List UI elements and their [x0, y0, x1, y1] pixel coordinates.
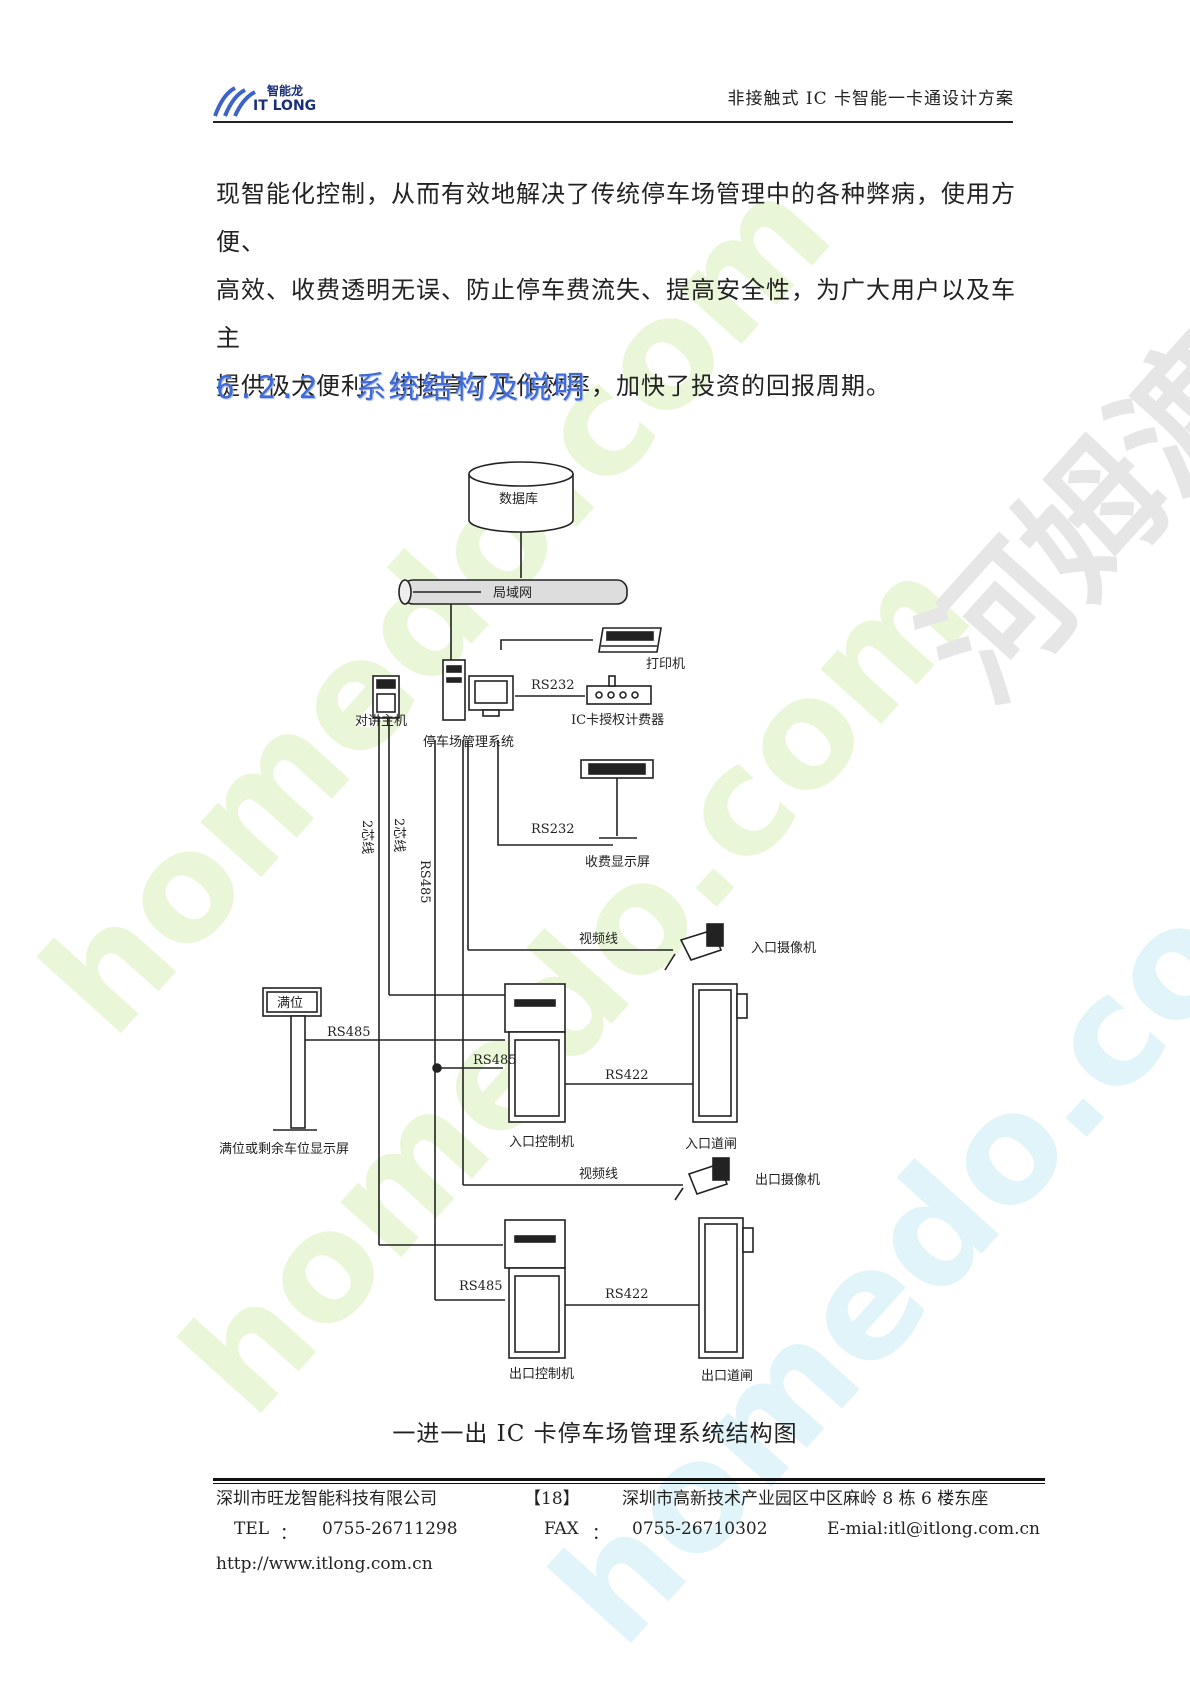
diagram-caption: 一进一出 IC 卡停车场管理系统结构图 [392, 1421, 798, 1447]
entrance-camera-icon [664, 923, 724, 971]
fee-display-label: 收费显示屏 [585, 855, 650, 870]
document-title: 非接触式 IC 卡智能一卡通设计方案 [727, 89, 1014, 109]
rs485-label-a: RS485 [327, 1025, 371, 1040]
intercom-host-icon [372, 675, 400, 719]
section-heading: 6.2.2 系统结构及说明 [216, 362, 586, 407]
full-sign-icon [262, 987, 322, 1131]
section-title: 系统结构及说明 [355, 370, 587, 406]
paragraph-line: 现智能化控制，从而有效地解决了传统停车场管理中的各种弊病，使用方便、 [216, 180, 1016, 256]
body-paragraph: 现智能化控制，从而有效地解决了传统停车场管理中的各种弊病，使用方便、 高效、收费… [216, 170, 1016, 410]
intercom-host-label: 对讲主机 [355, 714, 407, 729]
logo-en-text: IT LONG [253, 98, 317, 114]
lan-pipe-icon [398, 579, 628, 605]
database-label: 数据库 [499, 491, 538, 507]
logo-icon [213, 86, 256, 117]
footer-fax-label: FAX [544, 1519, 579, 1539]
footer-tel-label: TEL [234, 1519, 270, 1539]
paragraph-line: 提供极大便利，也提高了工作效率，加快了投资的回报周期。 [216, 372, 891, 400]
exit-controller-icon [504, 1219, 566, 1359]
ic-authorizer-icon [586, 675, 652, 705]
footer-divider-thin [213, 1483, 1045, 1484]
printer-label: 打印机 [646, 657, 685, 672]
footer-address: 深圳市高新技术产业园区中区麻岭 8 栋 6 楼东座 [622, 1489, 989, 1509]
entrance-gate-label: 入口道闸 [685, 1137, 737, 1152]
footer-tel-sep: ： [280, 1524, 297, 1544]
parking-system-label: 停车场管理系统 [423, 734, 514, 750]
header-divider [213, 121, 1013, 123]
full-sign-label: 满位 [277, 996, 303, 1011]
parking-computer-icon [442, 659, 514, 721]
entrance-controller-icon [504, 983, 566, 1123]
company-logo: 智能龙 IT LONG [213, 80, 323, 120]
fee-display-icon [580, 759, 654, 839]
video-line-label-b: 视频线 [579, 1167, 618, 1182]
exit-camera-label: 出口摄像机 [755, 1173, 820, 1188]
logo-cn-text: 智能龙 [267, 84, 304, 98]
footer-page-number: 【18】 [524, 1489, 580, 1509]
exit-gate-label: 出口道闸 [701, 1369, 753, 1384]
exit-gate-icon [698, 1217, 754, 1359]
rs232-label-a: RS232 [531, 678, 575, 693]
printer-icon [598, 627, 662, 653]
two-core-label-b: 2芯线 [391, 818, 406, 852]
rs485-label-c: RS485 [459, 1279, 503, 1294]
ic-authorizer-label: IC卡授权计费器 [571, 712, 664, 728]
footer-divider-thick [213, 1478, 1045, 1481]
footer-tel: 0755-26711298 [322, 1519, 458, 1539]
footer-fax-sep: ： [592, 1524, 609, 1544]
entrance-controller-label: 入口控制机 [509, 1135, 574, 1150]
rs485-label-b: RS485 [473, 1053, 517, 1068]
rs422-label-a: RS422 [605, 1068, 649, 1083]
paragraph-line: 高效、收费透明无误、防止停车费流失、提高安全性，为广大用户以及车主 [216, 276, 1016, 352]
entrance-camera-label: 入口摄像机 [751, 941, 816, 956]
full-display-label: 满位或剩余车位显示屏 [219, 1141, 349, 1157]
two-core-label-a: 2芯线 [359, 820, 374, 854]
lan-label: 局域网 [493, 586, 532, 601]
video-line-label-a: 视频线 [579, 932, 618, 947]
section-number: 6.2.2 [216, 370, 320, 406]
footer-email: E-mial:itl@itlong.com.cn [827, 1519, 1040, 1539]
footer-fax: 0755-26710302 [632, 1519, 768, 1539]
rs232-label-b: RS232 [531, 822, 575, 837]
exit-controller-label: 出口控制机 [509, 1367, 574, 1382]
entrance-gate-icon [692, 983, 748, 1123]
rs422-label-b: RS422 [605, 1287, 649, 1302]
system-structure-diagram: 数据库 局域网 打印机 RS232 IC卡授权计费器 对讲主机 停车场管理系统 … [219, 461, 820, 1384]
exit-camera-icon [674, 1157, 730, 1201]
rs485-vertical-label: RS485 [417, 860, 432, 904]
footer-company: 深圳市旺龙智能科技有限公司 [216, 1489, 437, 1509]
footer-url-link[interactable]: http://www.itlong.com.cn [216, 1554, 433, 1574]
